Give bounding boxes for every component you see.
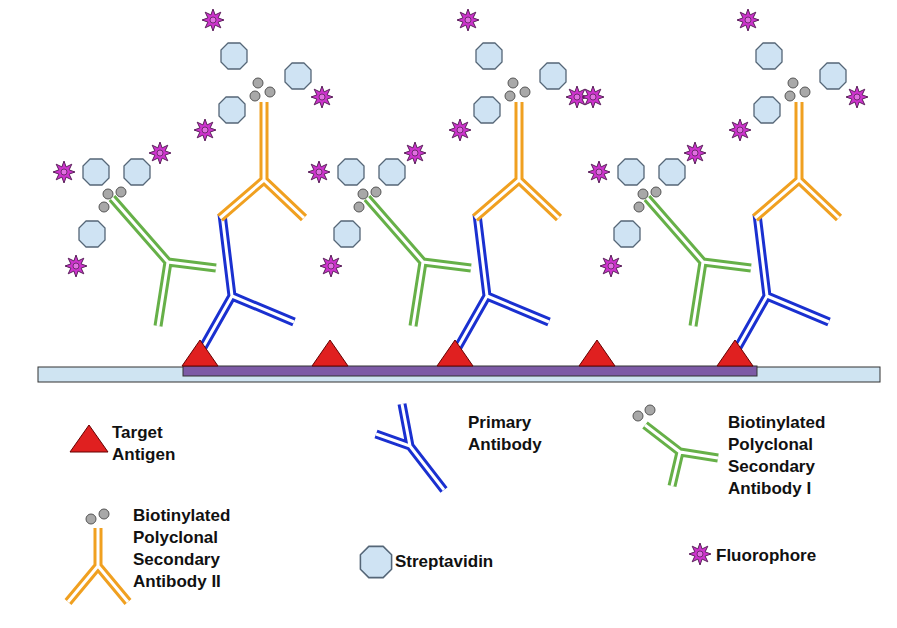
legend-fluorophore-sample bbox=[689, 543, 711, 565]
legend-label: Biotinylated Polyclonal Secondary Antibo… bbox=[133, 505, 265, 593]
legend-label: Target Antigen bbox=[112, 422, 204, 466]
antigen-triangle bbox=[312, 340, 348, 366]
legend-biotin bbox=[645, 405, 655, 415]
antibody-gap bbox=[645, 425, 718, 486]
antigen-triangle bbox=[717, 340, 753, 366]
antigen-triangle bbox=[182, 340, 218, 366]
legend-label: Primary Antibody bbox=[468, 412, 568, 456]
legend-item: Fluorophore bbox=[716, 545, 866, 567]
antibody-cluster bbox=[53, 9, 333, 356]
legend-label: Streptavidin bbox=[395, 551, 545, 573]
legend-biotin bbox=[86, 514, 96, 524]
legend-item: Biotinylated Polyclonal Secondary Antibo… bbox=[133, 505, 265, 593]
legend-item: Primary Antibody bbox=[468, 412, 568, 456]
antigen-triangle bbox=[437, 340, 473, 366]
antigen-triangle bbox=[579, 340, 615, 366]
legend-item: Biotinylated Polyclonal Secondary Antibo… bbox=[728, 412, 860, 500]
legend-item: Target Antigen bbox=[112, 422, 204, 466]
legend-label: Biotinylated Polyclonal Secondary Antibo… bbox=[728, 412, 860, 500]
legend-secondary-two-sample bbox=[68, 528, 128, 602]
slide-substrate bbox=[38, 367, 880, 382]
fluorophore bbox=[582, 86, 604, 108]
legend-streptavidin-sample bbox=[360, 546, 391, 577]
legend-biotin bbox=[99, 509, 109, 519]
antibody-cluster bbox=[308, 9, 588, 356]
antibody-gap bbox=[376, 404, 444, 490]
legend-biotin bbox=[633, 411, 643, 421]
legend-item: Streptavidin bbox=[395, 551, 545, 573]
legend-label: Fluorophore bbox=[716, 545, 866, 567]
antibody-cluster bbox=[588, 9, 868, 356]
antigen-layer bbox=[183, 366, 757, 376]
legend-antigen-sample bbox=[70, 425, 108, 452]
antibody-gap bbox=[68, 528, 128, 602]
legend-secondary-one-sample bbox=[645, 425, 718, 486]
legend-primary-sample bbox=[376, 404, 444, 490]
